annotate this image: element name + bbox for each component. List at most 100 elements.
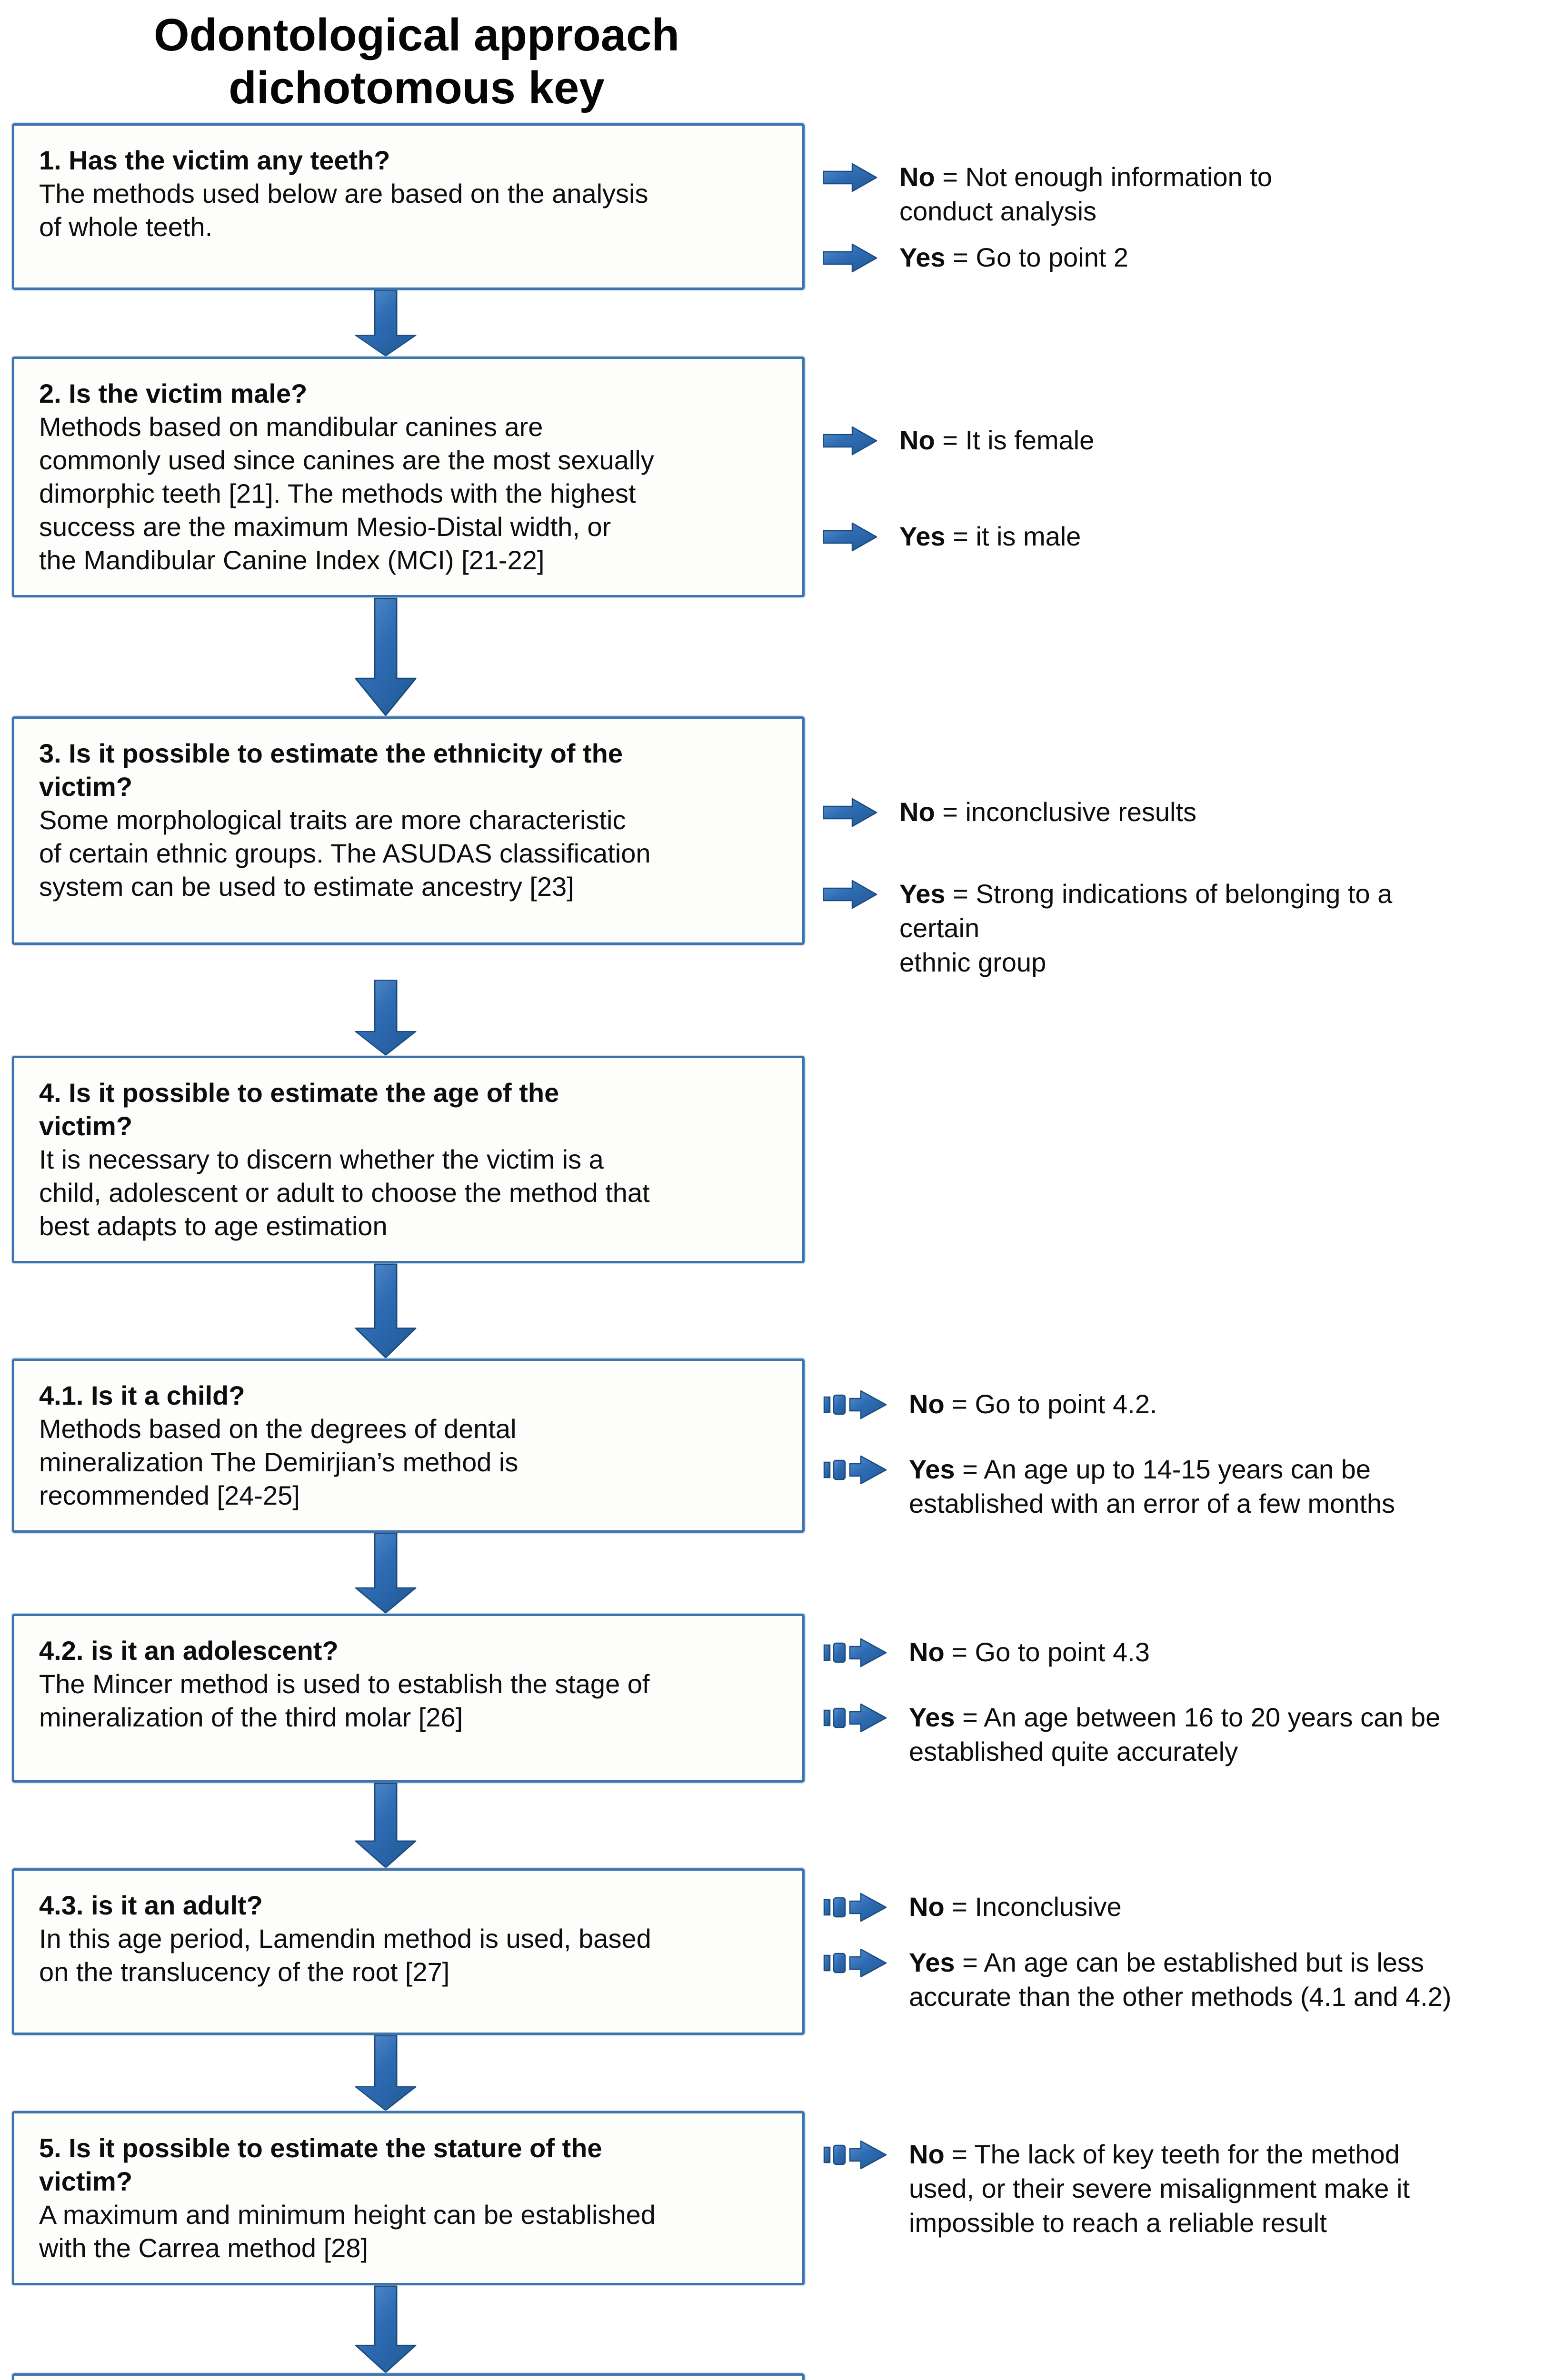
striped-right-arrow-icon xyxy=(823,1638,887,1667)
question-box-4-2: 4.2. is it an adolescent? The Mincer met… xyxy=(12,1613,805,1783)
answer-keyword: No xyxy=(899,425,935,455)
question-body: Some morphological traits are more chara… xyxy=(39,804,651,902)
answer-text: = Strong indications of belonging to a c… xyxy=(899,878,1393,977)
connector-2-3 xyxy=(355,597,417,716)
flow-row-1: 1. Has the victim any teeth? The methods… xyxy=(0,115,1565,290)
striped-right-arrow-icon xyxy=(823,1893,887,1922)
answer-keyword: No xyxy=(899,796,935,827)
right-arrow-icon xyxy=(823,880,877,909)
answer-no: No = Not enough information to conduct a… xyxy=(823,160,1565,228)
question-heading: 5. Is it possible to estimate the statur… xyxy=(39,2132,602,2196)
answer-text: = it is male xyxy=(953,521,1081,551)
answer-text-block: Yes = An age between 16 to 20 years can … xyxy=(909,1700,1440,1769)
answer-text-block: Yes = it is male xyxy=(899,519,1081,554)
answer-text: = Go to point 4.2. xyxy=(952,1388,1157,1419)
answer-keyword: No xyxy=(909,1388,945,1419)
question-body: Methods based on mandibular canines are … xyxy=(39,411,654,575)
down-arrow-icon xyxy=(355,2034,417,2111)
result-box: Yes = An approximate height can be estim… xyxy=(12,2373,805,2380)
answers-5: No = The lack of key teeth for the metho… xyxy=(823,2111,1565,2240)
answer-text: = An age between 16 to 20 years can be e… xyxy=(909,1702,1441,1766)
striped-right-arrow-icon xyxy=(823,1703,887,1732)
down-arrow-icon xyxy=(355,289,417,357)
question-body: A maximum and minimum height can be esta… xyxy=(39,2199,656,2263)
answer-no: No = The lack of key teeth for the metho… xyxy=(823,2137,1565,2240)
answer-text-block: No = Not enough information to conduct a… xyxy=(899,160,1272,228)
answer-yes: Yes = An age up to 14-15 years can be es… xyxy=(823,1452,1565,1521)
question-heading: 4.1. Is it a child? xyxy=(39,1380,245,1410)
question-body: The Mincer method is used to establish t… xyxy=(39,1668,650,1732)
question-heading: 4. Is it possible to estimate the age of… xyxy=(39,1077,559,1141)
answer-keyword: No xyxy=(909,1636,945,1667)
connector-3-4 xyxy=(355,979,417,1056)
answer-text-block: Yes = Strong indications of belonging to… xyxy=(899,877,1392,980)
down-arrow-icon xyxy=(355,1532,417,1614)
answer-text-block: No = Go to point 4.2. xyxy=(909,1387,1157,1421)
answer-keyword: Yes xyxy=(909,1454,955,1484)
question-box-4-1: 4.1. Is it a child? Methods based on the… xyxy=(12,1358,805,1533)
answer-no: No = Inconclusive xyxy=(823,1890,1565,1924)
answers-1: No = Not enough information to conduct a… xyxy=(823,115,1565,275)
right-arrow-icon xyxy=(823,426,877,455)
answer-text-block: No = Go to point 4.3 xyxy=(909,1635,1150,1669)
answer-yes: Yes = An age can be established but is l… xyxy=(823,1945,1565,2014)
answer-text-block: No = It is female xyxy=(899,423,1094,457)
connector-41-42 xyxy=(355,1532,417,1614)
answer-keyword: Yes xyxy=(899,242,946,272)
answer-keyword: No xyxy=(899,161,935,192)
question-heading: 1. Has the victim any teeth? xyxy=(39,145,390,175)
answer-text: = Go to point 4.3 xyxy=(952,1636,1150,1667)
answer-text-block: No = The lack of key teeth for the metho… xyxy=(909,2137,1410,2240)
answer-text: = Inconclusive xyxy=(952,1891,1122,1922)
down-arrow-icon xyxy=(355,1263,417,1359)
answer-yes: Yes = An age between 16 to 20 years can … xyxy=(823,1700,1565,1769)
answer-text-block: No = inconclusive results xyxy=(899,795,1196,829)
answers-4-2: No = Go to point 4.3 Yes = An age betwee… xyxy=(823,1614,1565,1769)
answer-keyword: Yes xyxy=(899,521,946,551)
answer-yes: Yes = Strong indications of belonging to… xyxy=(823,877,1565,980)
flow-row-4: 4. Is it possible to estimate the age of… xyxy=(0,1055,1565,1263)
answer-text: = Not enough information to conduct anal… xyxy=(899,161,1272,226)
question-body: It is necessary to discern whether the v… xyxy=(39,1144,650,1241)
answers-3: No = inconclusive results Yes = Strong i… xyxy=(823,716,1565,980)
question-body: Methods based on the degrees of dental m… xyxy=(39,1413,518,1510)
down-arrow-icon xyxy=(355,2285,417,2373)
connector-43-5 xyxy=(355,2034,417,2111)
question-box-5: 5. Is it possible to estimate the statur… xyxy=(12,2111,805,2285)
connector-42-43 xyxy=(355,1782,417,1868)
flow-row-4-3: 4.3. is it an adult? In this age period,… xyxy=(0,1868,1565,2035)
flow-row-2: 2. Is the victim male? Methods based on … xyxy=(0,356,1565,597)
question-heading: 4.2. is it an adolescent? xyxy=(39,1635,339,1666)
answer-keyword: No xyxy=(909,2139,945,2169)
answer-yes: Yes = Go to point 2 xyxy=(823,240,1565,275)
answers-2: No = It is female Yes = it is male xyxy=(823,357,1565,554)
answers-4-3: No = Inconclusive Yes = An age can be es… xyxy=(823,1868,1565,2014)
connector-4-41 xyxy=(355,1263,417,1359)
answer-text: = An age can be established but is less … xyxy=(909,1947,1452,2012)
striped-right-arrow-icon xyxy=(823,1390,887,1419)
answer-text-block: Yes = Go to point 2 xyxy=(899,240,1128,275)
answer-keyword: Yes xyxy=(909,1702,955,1732)
down-arrow-icon xyxy=(355,597,417,716)
connector-1-2 xyxy=(355,289,417,357)
right-arrow-icon xyxy=(823,163,877,192)
flow-row-3: 3. Is it possible to estimate the ethnic… xyxy=(0,716,1565,980)
flow-row-4-2: 4.2. is it an adolescent? The Mincer met… xyxy=(0,1613,1565,1783)
question-heading: 3. Is it possible to estimate the ethnic… xyxy=(39,738,623,802)
question-body: In this age period, Lamendin method is u… xyxy=(39,1923,651,1987)
answer-text: = inconclusive results xyxy=(942,796,1197,827)
question-box-3: 3. Is it possible to estimate the ethnic… xyxy=(12,716,805,945)
answer-text-block: No = Inconclusive xyxy=(909,1890,1122,1924)
right-arrow-icon xyxy=(823,243,877,272)
answer-keyword: Yes xyxy=(909,1947,955,1977)
question-box-4: 4. Is it possible to estimate the age of… xyxy=(12,1055,805,1263)
down-arrow-icon xyxy=(355,1782,417,1868)
answer-no: No = Go to point 4.3 xyxy=(823,1635,1565,1669)
answer-text: = Go to point 2 xyxy=(953,242,1129,272)
right-arrow-icon xyxy=(823,798,877,827)
question-box-1: 1. Has the victim any teeth? The methods… xyxy=(12,123,805,290)
flow-row-5: 5. Is it possible to estimate the statur… xyxy=(0,2111,1565,2285)
answer-text: = It is female xyxy=(942,425,1095,455)
answer-keyword: Yes xyxy=(899,878,946,909)
